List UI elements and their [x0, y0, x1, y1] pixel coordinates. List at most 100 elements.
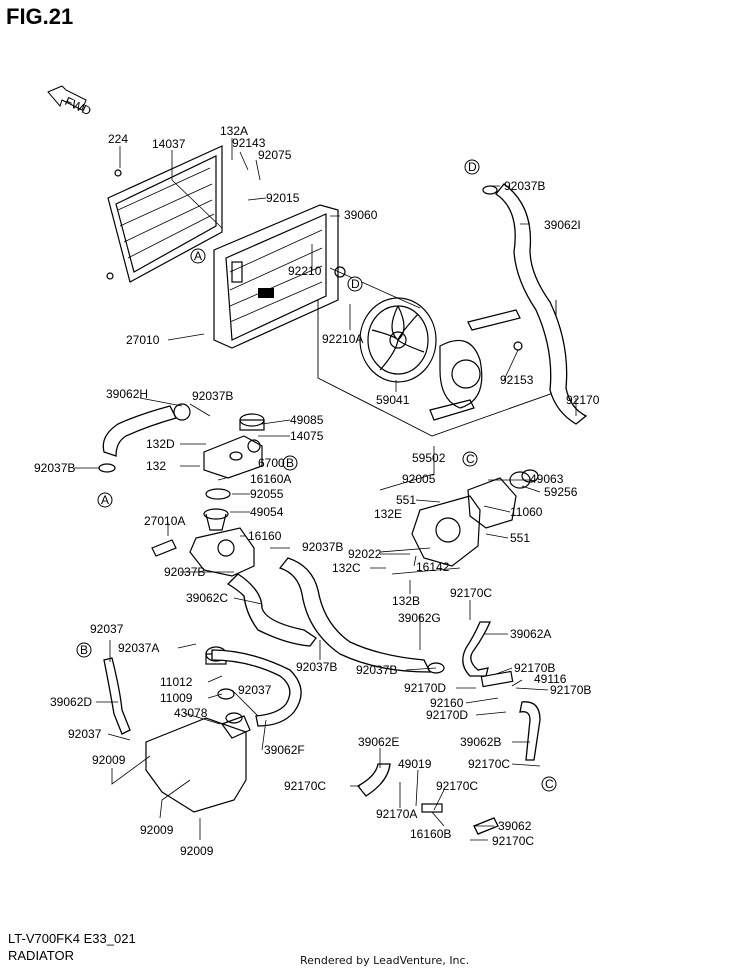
- render-credit: Rendered by LeadVenture, Inc.: [300, 954, 470, 967]
- part-label: 92210A: [322, 332, 363, 346]
- callout-d-mid: D: [347, 276, 363, 292]
- part-label: 132E: [374, 507, 402, 521]
- svg-text:B: B: [80, 643, 88, 657]
- part-label: 92055: [250, 487, 284, 501]
- part-label: 92009: [92, 753, 126, 767]
- svg-text:D: D: [468, 160, 477, 174]
- svg-text:A: A: [194, 249, 202, 263]
- part-label: 39062F: [264, 743, 305, 757]
- part-label: 92037: [68, 727, 102, 741]
- thermostat-housing: [151, 527, 255, 577]
- radiator-cap: [239, 413, 265, 431]
- part-label: 39062A: [510, 627, 551, 641]
- reservoir-tank: [145, 646, 251, 813]
- part-label: 92037B: [504, 179, 545, 193]
- part-label: 16160: [248, 529, 282, 543]
- part-label: 132: [146, 459, 166, 473]
- part-label: 92037: [238, 683, 272, 697]
- section-name: RADIATOR: [8, 948, 74, 963]
- part-label: 132B: [392, 594, 420, 608]
- part-label: 39062C: [186, 591, 228, 605]
- part-label: 92015: [266, 191, 300, 205]
- part-label: 92037B: [296, 660, 337, 674]
- part-label: 92037A: [118, 641, 159, 655]
- part-label: 92037B: [164, 565, 205, 579]
- callout-c-bottom: C: [541, 776, 557, 792]
- part-label: 92009: [140, 823, 174, 837]
- svg-text:C: C: [466, 452, 475, 466]
- callout-b-left: B: [76, 642, 92, 658]
- part-label: 92037B: [356, 663, 397, 677]
- water-pump: [379, 469, 539, 575]
- part-label: 27010A: [144, 514, 185, 528]
- part-label: 39062: [498, 819, 532, 833]
- part-label: 92153: [500, 373, 534, 387]
- part-label: 39062H: [106, 387, 148, 401]
- part-label: 49019: [398, 757, 432, 771]
- model-code: LT-V700FK4 E33_021: [8, 931, 136, 946]
- part-label: 16160A: [250, 472, 291, 486]
- part-label: 92160: [430, 696, 464, 710]
- part-label: 92037B: [302, 540, 343, 554]
- part-label: 59502: [412, 451, 446, 465]
- callout-a-top: A: [190, 248, 206, 264]
- part-label: 59256: [544, 485, 578, 499]
- part-label: 14037: [152, 137, 186, 151]
- radiator-screen: [106, 145, 223, 283]
- part-label: 11060: [510, 505, 543, 519]
- fwd-arrow-icon: FWD: [47, 85, 94, 118]
- part-label: 39062I: [544, 218, 581, 232]
- part-labels: 224 14037 132A 92143 92075 92015 39060 9…: [34, 124, 600, 858]
- part-label: 132A: [220, 124, 248, 138]
- part-label: 11012: [160, 675, 193, 689]
- cooling-fan: [359, 297, 437, 383]
- part-label: 39060: [344, 208, 378, 222]
- filler-neck: [203, 435, 263, 479]
- part-label: 49054: [250, 505, 284, 519]
- part-label: 92170C: [492, 834, 534, 848]
- part-label: 132C: [332, 561, 361, 575]
- part-label: 16142: [416, 560, 450, 574]
- svg-text:C: C: [545, 777, 554, 791]
- part-label: 92037B: [34, 461, 75, 475]
- part-label: 551: [510, 531, 530, 545]
- part-label: 92170B: [550, 683, 591, 697]
- part-label: 43078: [174, 706, 208, 720]
- part-label: 39062E: [358, 735, 399, 749]
- part-label: 92037: [90, 622, 124, 636]
- svg-text:D: D: [351, 277, 360, 291]
- callout-c-top: C: [462, 451, 478, 467]
- part-label: 224: [108, 132, 128, 146]
- part-label: 39062G: [398, 611, 441, 625]
- part-label: 27010: [126, 333, 160, 347]
- thermostat: [203, 508, 229, 531]
- svg-text:A: A: [101, 493, 109, 507]
- part-label: 92170C: [450, 586, 492, 600]
- part-label: 92210: [288, 264, 322, 278]
- part-label: 92170B: [514, 661, 555, 675]
- part-label: 39062D: [50, 695, 92, 709]
- part-label: 92022: [348, 547, 382, 561]
- svg-text:B: B: [286, 456, 294, 470]
- part-label: 49063: [530, 472, 564, 486]
- part-label: 16160B: [410, 827, 451, 841]
- part-label: 92170: [566, 393, 600, 407]
- radiator-core: [213, 204, 346, 349]
- part-label: 92009: [180, 844, 214, 858]
- figure-title: FIG.21: [6, 4, 74, 29]
- part-label: 49085: [290, 413, 324, 427]
- callout-a-left: A: [97, 492, 113, 508]
- part-label: 6700: [258, 456, 285, 470]
- part-label: 11009: [160, 691, 193, 705]
- callout-d-top: D: [464, 159, 480, 175]
- part-label: 92170A: [376, 807, 417, 821]
- part-label: 92170C: [436, 779, 478, 793]
- part-label: 92170C: [468, 757, 510, 771]
- fan-motor: [429, 309, 523, 421]
- callout-b-mid: B: [282, 455, 298, 471]
- part-label: 92170D: [426, 708, 468, 722]
- part-label: 39062B: [460, 735, 501, 749]
- part-label: 92037B: [192, 389, 233, 403]
- svg-text:FWD: FWD: [63, 94, 94, 118]
- part-label: 92143: [232, 136, 266, 150]
